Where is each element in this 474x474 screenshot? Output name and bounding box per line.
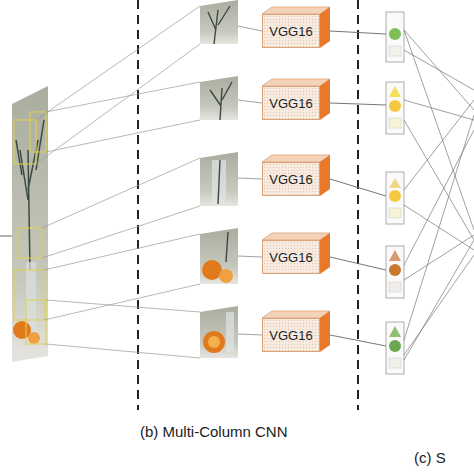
network-name: VGG16: [269, 96, 312, 111]
feature-column: [386, 82, 404, 134]
network-name: VGG16: [269, 250, 312, 265]
network-box: VGG16: [262, 162, 320, 196]
network-name: VGG16: [269, 172, 312, 187]
network-box: VGG16: [262, 86, 320, 120]
network-box: VGG16: [262, 240, 320, 274]
image-crop: [200, 76, 238, 120]
feature-column: [386, 246, 404, 298]
network-name: VGG16: [269, 328, 312, 343]
network-box-sides: [262, 7, 330, 352]
feature-column: [386, 12, 404, 62]
separator-line: [357, 0, 359, 410]
input-line: [0, 236, 12, 237]
feature-link-lines: [330, 31, 386, 346]
source-photo: [12, 86, 48, 362]
network-box: VGG16: [262, 14, 320, 48]
network-name: VGG16: [269, 24, 312, 39]
image-crop: [200, 306, 238, 358]
image-crop: [200, 228, 238, 284]
panel-caption: (c) S: [414, 449, 446, 466]
image-crop: [200, 152, 238, 206]
feature-column: [386, 322, 404, 374]
image-crop: [200, 0, 238, 44]
crop-leader-lines: [36, 6, 200, 358]
fusion-lines: [404, 30, 474, 360]
network-box: VGG16: [262, 318, 320, 352]
crop-link-lines: [238, 26, 262, 335]
feature-column: [386, 172, 404, 224]
separator-line: [137, 0, 139, 410]
panel-caption: (b) Multi-Column CNN: [140, 423, 288, 440]
